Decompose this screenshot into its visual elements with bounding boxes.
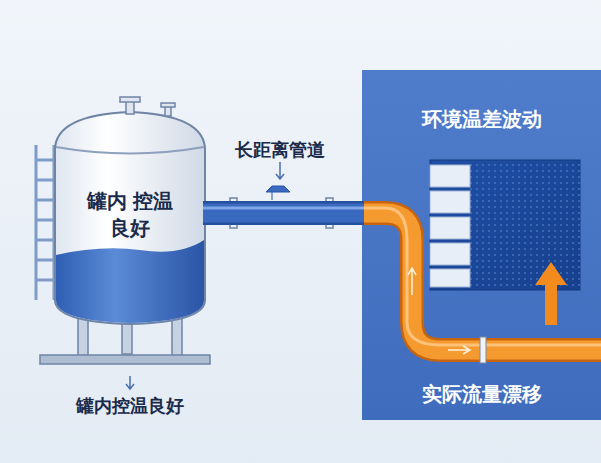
hot-pipe [360, 213, 601, 350]
node-text: 罐内 控温良好 [80, 188, 180, 242]
tank-body [55, 112, 205, 324]
flow-arrows [408, 268, 470, 354]
node-text: 环境温差波动 [422, 106, 542, 133]
pipe-highlight [203, 207, 364, 210]
tank-nozzles [120, 97, 175, 116]
ladder [36, 145, 54, 300]
tank-seam [56, 147, 204, 154]
environment-box [430, 160, 580, 290]
liquid [56, 240, 204, 323]
long-pipe [203, 204, 364, 223]
node-text: 实际流量漂移 [422, 381, 542, 408]
slats [430, 165, 470, 287]
up-arrow [535, 262, 567, 325]
label: 罐内控温良好 [76, 394, 184, 418]
texture [470, 160, 580, 290]
pipe-valve [266, 186, 290, 200]
environment-panel [362, 70, 601, 420]
pipe-outline [203, 201, 364, 225]
flange [480, 337, 486, 363]
pipe-highlight [360, 208, 601, 345]
tank-node: 罐内 控温良好 [55, 130, 205, 300]
environment-panel-node: 环境温差波动实际流量漂移 [362, 70, 601, 420]
pipe-outline [360, 213, 601, 350]
label: 长距离管道 [235, 138, 325, 162]
